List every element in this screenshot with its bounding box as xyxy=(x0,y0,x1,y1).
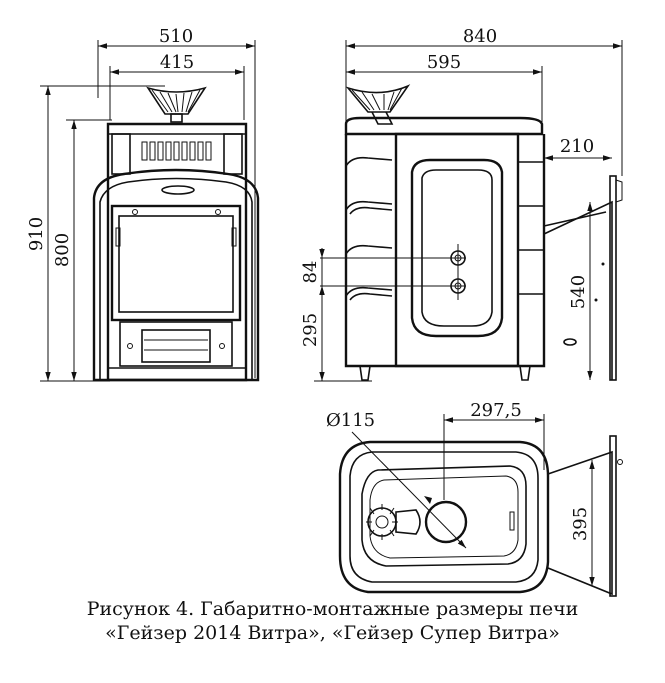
front-panel xyxy=(92,168,260,382)
dim-lower-pipe-height: 295 xyxy=(300,286,372,382)
ash-drawer xyxy=(119,321,233,367)
water-pipes xyxy=(320,244,466,300)
wall-bracket xyxy=(543,200,613,380)
figure-caption: Рисунок 4. Габаритно-монтажные размеры п… xyxy=(0,597,665,645)
dim-side-depth-top: 595 xyxy=(345,52,543,122)
dim-840-label: 840 xyxy=(463,26,497,47)
dim-84-label: 84 xyxy=(300,261,321,284)
dim-diameter-label: Ø115 xyxy=(326,410,375,431)
chimney-hole xyxy=(424,500,468,544)
side-body xyxy=(344,134,546,368)
front-body xyxy=(106,122,248,382)
dim-front-width-overall: 510 xyxy=(97,26,256,378)
dim-side-height: 540 xyxy=(568,202,593,380)
caption-line-1: Рисунок 4. Габаритно-монтажные размеры п… xyxy=(86,598,579,620)
dim-415-label: 415 xyxy=(160,52,194,73)
dim-front-width-top: 415 xyxy=(109,52,245,120)
dim-side-depth-overall: 840 xyxy=(345,26,623,176)
dim-295-label: 295 xyxy=(300,313,321,347)
top-view: 297,5 Ø115 395 xyxy=(326,400,623,597)
vent-slots xyxy=(141,141,212,161)
dim-910-label: 910 xyxy=(26,217,47,251)
glass-door xyxy=(110,204,242,322)
dim-210-label: 210 xyxy=(560,136,594,157)
dim-395-label: 395 xyxy=(570,507,591,541)
dim-top-depth: 395 xyxy=(570,460,595,586)
dim-297-label: 297,5 xyxy=(470,400,522,421)
side-fins-left xyxy=(345,156,393,301)
side-glass xyxy=(410,158,504,338)
stove-drawing: 510 415 910 800 xyxy=(26,26,623,597)
stone-bowl-side xyxy=(345,84,411,113)
dim-front-height-body: 800 xyxy=(52,119,112,381)
dim-hole-offset: 297,5 xyxy=(443,400,545,500)
dim-pipe-spacing: 84 xyxy=(300,248,325,296)
dim-800-label: 800 xyxy=(52,233,73,267)
side-fins-right xyxy=(518,161,544,295)
dim-side-wall-offset: 210 xyxy=(544,136,612,161)
top-wall-bracket xyxy=(547,450,613,596)
stone-bowl-front xyxy=(146,86,207,115)
caption-line-2: «Гейзер 2014 Витра», «Гейзер Супер Витра… xyxy=(105,622,560,644)
dim-front-height-overall: 910 xyxy=(26,85,165,382)
dim-510-label: 510 xyxy=(159,26,193,47)
front-view: 510 415 910 800 xyxy=(26,26,260,382)
dim-540-label: 540 xyxy=(568,275,589,309)
top-body-outline xyxy=(338,440,550,594)
side-view: 840 595 210 xyxy=(300,26,623,382)
dim-595-label: 595 xyxy=(427,52,461,73)
